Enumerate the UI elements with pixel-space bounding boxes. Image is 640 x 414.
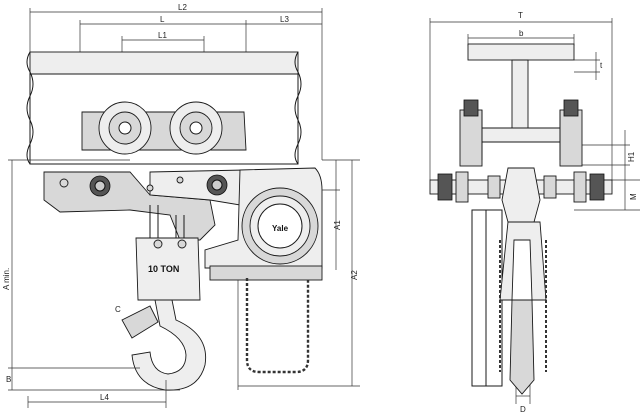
load-chain (149, 205, 185, 240)
hook-front (499, 221, 547, 395)
trolley-plate (81, 101, 247, 155)
front-view: T b t H1 M D (429, 11, 640, 414)
dim-label-A2: A2 (350, 270, 359, 280)
brand-marking: Yale (272, 224, 289, 233)
hook (121, 299, 207, 391)
dim-label-L3: L3 (280, 15, 289, 24)
capacity-marking: 10 TON (148, 264, 179, 274)
dim-label-H1: H1 (627, 151, 636, 162)
dim-label-L: L (160, 15, 165, 24)
dim-label-A-min: A min. (2, 268, 11, 290)
hoist-frame (43, 169, 299, 241)
side-view: L2 L L1 L3 (2, 3, 360, 408)
dim-label-t: t (600, 61, 603, 70)
dim-label-b: b (519, 29, 524, 38)
dim-label-B: B (6, 375, 11, 384)
hoist-body-front (471, 167, 541, 387)
dimension-lines-left (8, 159, 180, 408)
dim-label-T: T (518, 11, 523, 20)
hoist-body (204, 167, 323, 281)
dim-label-C: C (115, 305, 121, 314)
dim-label-L2: L2 (178, 3, 187, 12)
dim-label-D: D (520, 405, 526, 414)
dim-label-L4: L4 (100, 393, 109, 402)
dimension-lines-right (237, 159, 360, 390)
hook-block (135, 237, 201, 301)
dim-label-A1: A1 (333, 220, 342, 230)
trolley-side-plates (459, 99, 583, 167)
dim-label-M: M (629, 193, 638, 200)
i-beam-section (467, 43, 575, 143)
dim-label-L1: L1 (158, 31, 167, 40)
hand-chain (245, 278, 310, 374)
